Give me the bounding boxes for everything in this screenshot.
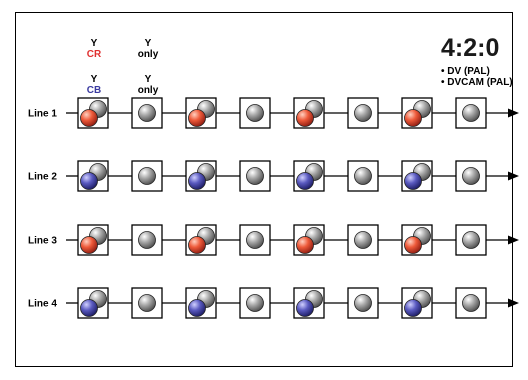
cr-sample — [404, 236, 422, 254]
format-bullet-dvcam: • DVCAM (PAL) — [441, 77, 513, 88]
cb-sample — [80, 299, 98, 317]
arrow-head — [508, 235, 519, 245]
luma-sample — [462, 231, 480, 249]
header-y-label: Y — [90, 74, 98, 85]
cr-sample — [80, 236, 98, 254]
header-y-label: Y — [90, 38, 98, 49]
luma-sample — [354, 231, 372, 249]
cr-sample — [188, 109, 206, 127]
luma-sample — [138, 104, 156, 122]
arrow-head — [508, 108, 519, 118]
cb-sample — [404, 299, 422, 317]
header-y-only-top: Y only — [133, 38, 163, 60]
header-y-label: Y — [144, 38, 152, 49]
cb-sample — [188, 172, 206, 190]
luma-sample — [246, 167, 264, 185]
cr-sample — [296, 109, 314, 127]
format-title: 4:2:0 — [441, 34, 500, 62]
luma-sample — [462, 167, 480, 185]
line-label: Line 2 — [28, 172, 57, 183]
header-y-cr: Y CR — [79, 38, 109, 60]
line-label: Line 4 — [28, 299, 57, 310]
luma-sample — [138, 167, 156, 185]
header-only-label: only — [137, 85, 159, 96]
luma-sample — [354, 294, 372, 312]
luma-sample — [462, 294, 480, 312]
cr-sample — [296, 236, 314, 254]
cr-sample — [80, 109, 98, 127]
arrow-head — [508, 171, 519, 181]
luma-sample — [246, 231, 264, 249]
header-cr-label: CR — [79, 49, 109, 60]
cr-text: CR — [86, 49, 102, 60]
cb-sample — [296, 172, 314, 190]
cr-sample — [404, 109, 422, 127]
luma-sample — [246, 104, 264, 122]
luma-sample — [354, 104, 372, 122]
sample-box — [455, 97, 487, 129]
header-y-label: Y — [144, 74, 152, 85]
cb-sample — [404, 172, 422, 190]
luma-sample — [138, 294, 156, 312]
header-y-cb: Y CB — [79, 74, 109, 96]
header-cb-label: CB — [79, 85, 109, 96]
luma-sample — [138, 231, 156, 249]
cb-sample — [80, 172, 98, 190]
header-y-only-bottom: Y only — [133, 74, 163, 96]
format-bullet-dv: • DV (PAL) — [441, 66, 490, 77]
cb-sample — [188, 299, 206, 317]
luma-sample — [246, 294, 264, 312]
cb-text: CB — [86, 85, 102, 96]
arrow-head — [508, 298, 519, 308]
line-label: Line 1 — [28, 109, 57, 120]
line-label: Line 3 — [28, 236, 57, 247]
header-only-label: only — [137, 49, 159, 60]
cr-sample — [188, 236, 206, 254]
luma-sample — [462, 104, 480, 122]
luma-sample — [354, 167, 372, 185]
sample-box — [347, 97, 379, 129]
cb-sample — [296, 299, 314, 317]
